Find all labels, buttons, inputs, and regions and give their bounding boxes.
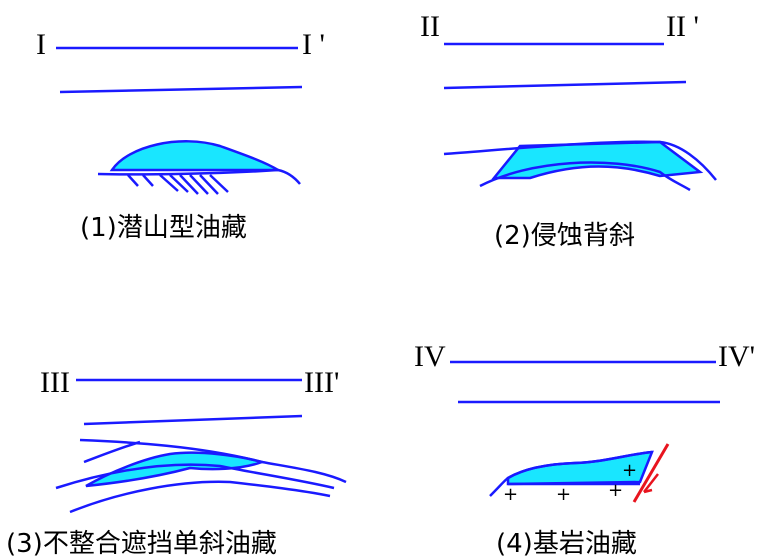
panel-2: II II ' (2)侵蚀背斜	[420, 10, 717, 251]
unconformity-line	[59, 85, 303, 94]
basement-plus-symbol: +	[503, 484, 518, 505]
panel-1: I I ' (1)潜山型油藏	[36, 28, 325, 243]
panel-3: III III' (3)不整合遮挡单斜油藏	[6, 366, 347, 559]
section-label-right: II '	[666, 10, 699, 43]
basement-plus-symbol: +	[608, 480, 623, 501]
section-label-left: II	[420, 10, 440, 43]
caption: (4)基岩油藏	[496, 529, 637, 559]
basement-surface	[489, 450, 653, 497]
unconformity-surface	[443, 140, 717, 181]
section-label-right: III'	[304, 366, 339, 399]
unconformity-surface	[79, 438, 347, 484]
basement-plus-symbol: +	[622, 460, 637, 481]
caption: (3)不整合遮挡单斜油藏	[6, 529, 277, 559]
bed-upper	[83, 440, 141, 464]
section-label-left: IV	[414, 340, 446, 373]
section-label-left: III	[40, 366, 70, 399]
caption: (1)潜山型油藏	[80, 213, 247, 243]
anticline-bed	[479, 161, 691, 192]
section-label-right: I '	[302, 28, 325, 61]
basement-plus-symbol: +	[556, 484, 571, 505]
section-label-left: I	[36, 28, 46, 61]
upper-boundary-line	[83, 414, 303, 426]
caption: (2)侵蚀背斜	[494, 221, 635, 251]
surface-line	[97, 168, 301, 185]
bedrock-hatch	[127, 174, 229, 195]
panel-4: IV IV' + + + + (4)基岩油藏	[414, 340, 755, 559]
upper-boundary-line	[443, 80, 687, 90]
section-label-right: IV'	[718, 340, 755, 373]
reservoir-bed-bottom	[69, 480, 331, 514]
fault-arrow-icon	[643, 473, 659, 494]
oil-pool	[109, 140, 283, 172]
fault-line	[632, 443, 670, 503]
reservoir-bed-top	[55, 463, 335, 490]
